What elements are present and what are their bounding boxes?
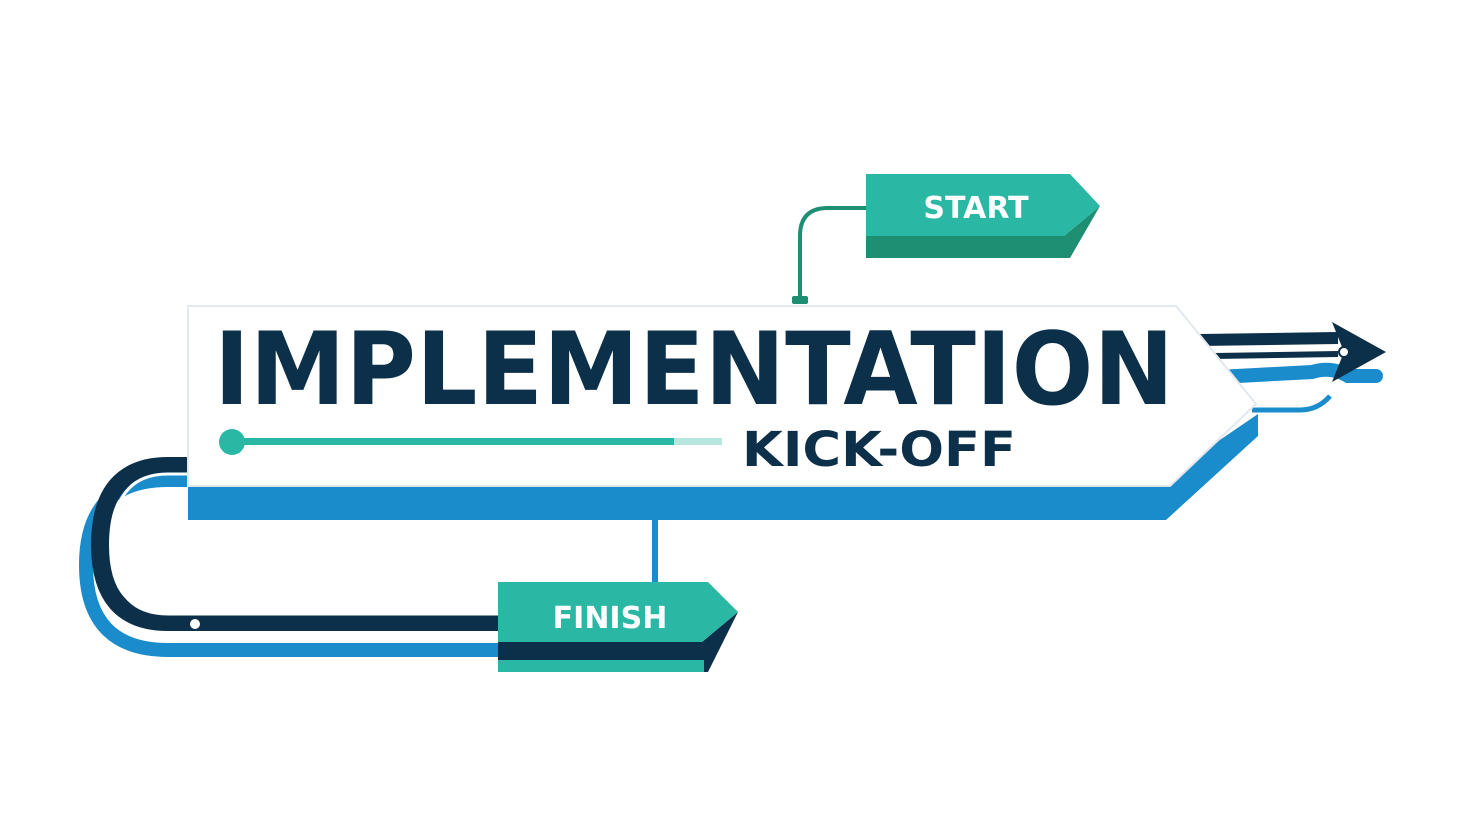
progress-line — [219, 429, 722, 455]
exit-arrowhead — [1332, 322, 1386, 382]
start-tag-shadow — [866, 206, 1100, 258]
finish-label: FINISH — [553, 601, 668, 636]
return-track-highlight — [110, 472, 510, 616]
exit-arrow-node — [1338, 346, 1350, 358]
banner-title: IMPLEMENTATION — [214, 310, 1174, 428]
finish-connector-line — [652, 504, 658, 588]
start-connector — [792, 206, 868, 304]
progress-line-bar — [232, 438, 674, 445]
banner-subtitle: KICK-OFF — [742, 422, 1016, 478]
start-tag-body — [866, 174, 1100, 236]
exit-arrow-line — [1199, 332, 1339, 346]
start-label: START — [923, 191, 1029, 226]
return-track-node — [188, 617, 202, 631]
exit-arrow-line-lower — [1213, 351, 1339, 359]
start-connector-line — [798, 206, 868, 298]
finish-tag-body — [498, 582, 738, 642]
finish-tag-base — [498, 660, 704, 672]
exit-arrow-blue-trail — [1193, 362, 1383, 385]
return-track-navy — [90, 457, 510, 631]
return-track — [78, 457, 510, 657]
progress-line-fade — [674, 438, 722, 445]
exit-arrow — [1193, 322, 1386, 413]
start-tag: START — [866, 174, 1100, 258]
exit-arrow-connector — [1252, 394, 1332, 413]
finish-connector — [643, 492, 667, 588]
finish-tag: FINISH — [498, 582, 738, 672]
start-connector-foot — [792, 296, 808, 304]
banner-shadow — [188, 414, 1258, 520]
progress-line-dot — [219, 429, 245, 455]
